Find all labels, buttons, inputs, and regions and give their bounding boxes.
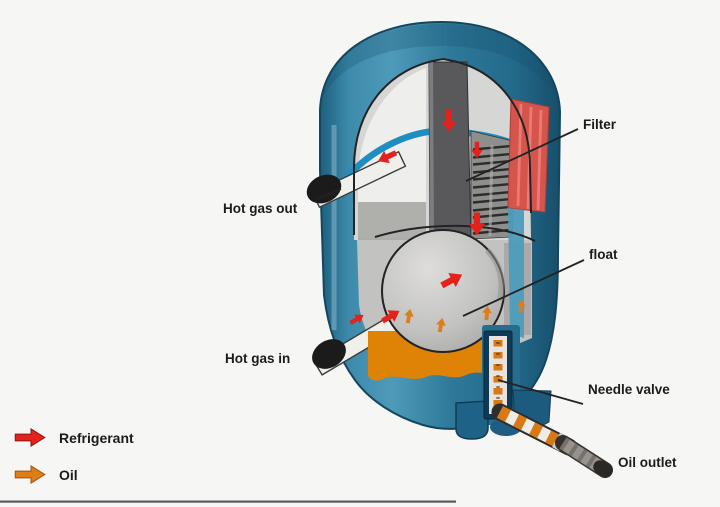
vessel-dome [322, 24, 558, 104]
label-hot-gas-out: Hot gas out [223, 201, 298, 216]
float-ball [381, 229, 505, 353]
label-hot-gas-in: Hot gas in [225, 351, 291, 366]
hot-gas-in-cap [312, 339, 346, 369]
hot-gas-out-cap [306, 174, 342, 204]
label-needle-valve: Needle valve [588, 382, 670, 397]
legend-label-oil: Oil [59, 466, 78, 483]
vessel-foot-left [455, 400, 489, 440]
legend-item-oil: Oil [14, 464, 78, 485]
label-oil-outlet: Oil outlet [618, 455, 677, 470]
needle-valve-assembly [455, 325, 613, 478]
leader-line-filter [465, 128, 579, 182]
oil-outlet-pipe [491, 403, 613, 478]
legend-label-refrigerant: Refrigerant [59, 429, 134, 446]
leader-line-needle-valve [497, 379, 584, 405]
leader-line-hot-gas-out [316, 188, 342, 200]
hot-gas-out-pipe [306, 150, 407, 209]
bottom-border-line [0, 500, 456, 503]
leader-line-float [462, 259, 585, 317]
label-filter: Filter [583, 117, 617, 132]
legend-item-refrigerant: Refrigerant [14, 427, 134, 448]
refrigerant-arrow-icon [14, 428, 46, 447]
leader-lines [316, 128, 585, 405]
filter-mesh [470, 130, 518, 240]
center-column [428, 61, 472, 240]
oil-arrow-icon [14, 465, 46, 484]
cutaway-outline [353, 57, 536, 242]
label-float: float [589, 247, 618, 262]
